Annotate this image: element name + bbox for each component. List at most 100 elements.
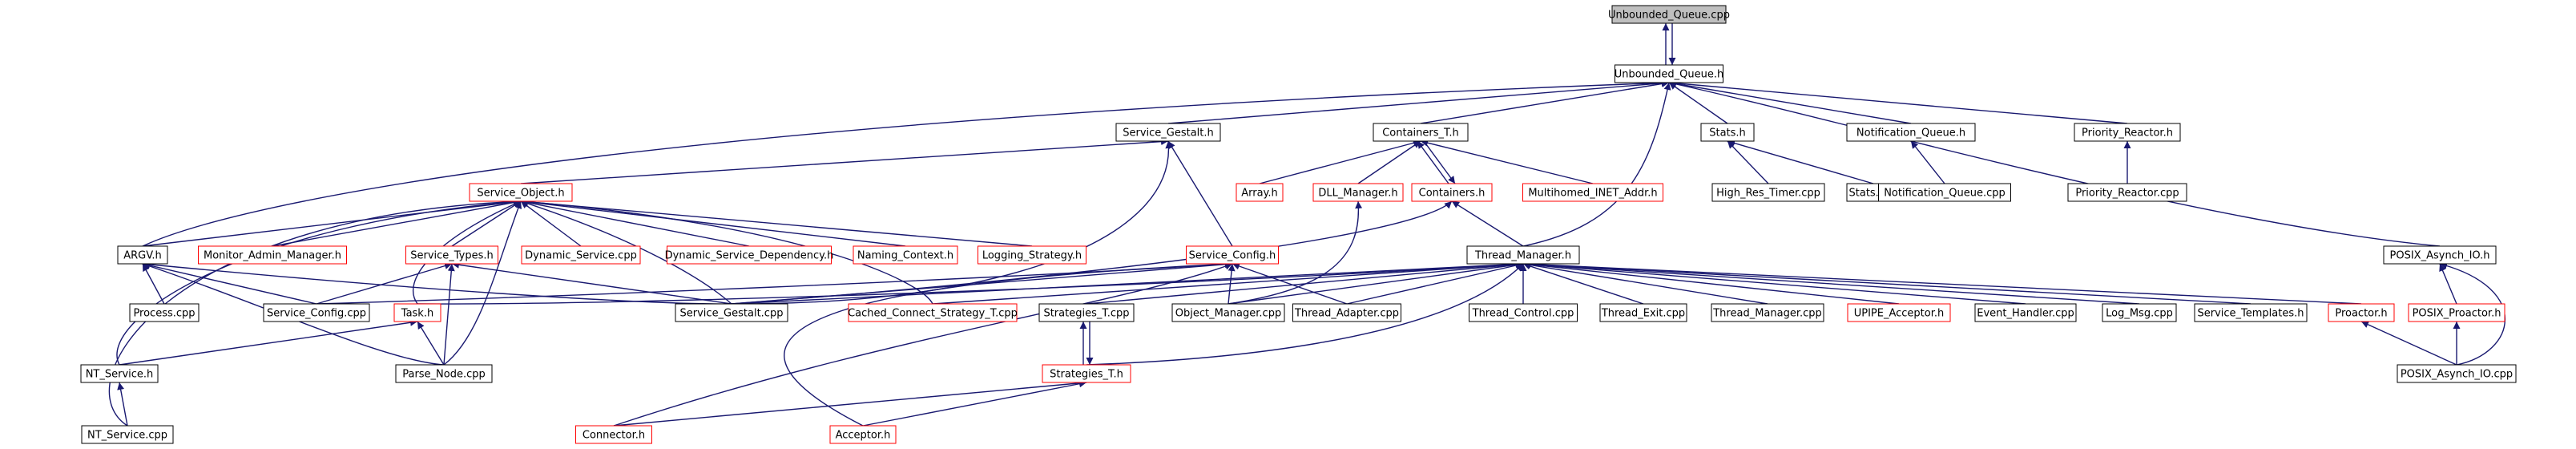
node-box	[1466, 245, 1580, 265]
node-task-h[interactable]: Task.h	[393, 303, 441, 322]
node-priority-reactor-cpp[interactable]: Priority_Reactor.cpp	[2067, 183, 2187, 202]
edge-containers-t-h-from-multihomed-inet-addr-h	[1420, 139, 1594, 184]
node-label: NT_Service.cpp	[87, 430, 167, 442]
edge-argv-h-from-process-cpp	[142, 263, 165, 305]
node-event-handler-cpp[interactable]: Event_Handler.cpp	[1974, 303, 2077, 322]
node-nt-service-h[interactable]: NT_Service.h	[80, 364, 159, 383]
node-box	[2408, 303, 2505, 322]
node-box	[1186, 245, 1279, 265]
node-label: Logging_Strategy.h	[982, 250, 1082, 262]
node-multihomed-inet-addr-h[interactable]: Multihomed_INET_Addr.h	[1522, 183, 1663, 202]
node-box	[1599, 303, 1687, 322]
node-dynamic-service-cpp[interactable]: Dynamic_Service.cpp	[521, 245, 641, 265]
node-label: NT_Service.h	[86, 369, 154, 381]
node-process-cpp[interactable]: Process.cpp	[129, 303, 200, 322]
node-posix-asynch-io-cpp[interactable]: POSIX_Asynch_IO.cpp	[2397, 364, 2517, 383]
node-dynamic-service-dependency-h[interactable]: Dynamic_Service_Dependency.h	[665, 245, 834, 265]
node-thread-manager-h[interactable]: Thread_Manager.h	[1466, 245, 1580, 265]
node-box	[81, 425, 174, 444]
node-box	[1042, 364, 1131, 383]
node-box	[1846, 123, 1976, 142]
node-array-h[interactable]: Array.h	[1236, 183, 1284, 202]
node-box	[2328, 303, 2395, 322]
node-unbounded-queue-h[interactable]: Unbounded_Queue.h	[1615, 64, 1724, 83]
node-acceptor-h[interactable]: Acceptor.h	[829, 425, 897, 444]
node-label: Cached_Connect_Strategy_T.cpp	[848, 308, 1018, 320]
node-service-object-h[interactable]: Service_Object.h	[469, 183, 573, 202]
node-strategies-t-cpp[interactable]: Strategies_T.cpp	[1038, 303, 1135, 322]
node-thread-exit-cpp[interactable]: Thread_Exit.cpp	[1599, 303, 1687, 322]
edge-service-types-h-from-service-gestalt-cpp	[451, 261, 732, 305]
node-box	[1847, 303, 1951, 322]
node-dll-manager-h[interactable]: DLL_Manager.h	[1312, 183, 1404, 202]
node-argv-h[interactable]: ARGV.h	[117, 245, 168, 265]
node-high-res-timer-cpp[interactable]: High_Res_Timer.cpp	[1711, 183, 1825, 202]
node-parse-node-cpp[interactable]: Parse_Node.cpp	[395, 364, 493, 383]
edge-thread-manager-h-from-service-gestalt-cpp	[731, 260, 1524, 305]
node-label: POSIX_Asynch_IO.h	[2390, 250, 2490, 262]
node-thread-control-cpp[interactable]: Thread_Control.cpp	[1469, 303, 1578, 322]
node-box	[2067, 183, 2187, 202]
node-upipe-acceptor-h[interactable]: UPIPE_Acceptor.h	[1847, 303, 1951, 322]
node-box	[1292, 303, 1401, 322]
node-box	[1236, 183, 1284, 202]
node-label: Acceptor.h	[836, 430, 891, 442]
node-service-gestalt-cpp[interactable]: Service_Gestalt.cpp	[675, 303, 788, 322]
edge-dll-manager-h-from-object-manager-cpp	[1228, 200, 1363, 305]
node-notification-queue-cpp[interactable]: Notification_Queue.cpp	[1878, 183, 2011, 202]
edge-thread-manager-h-from-upipe-acceptor-h	[1522, 261, 1900, 305]
node-label: Object_Manager.cpp	[1175, 308, 1281, 320]
node-label: Naming_Context.h	[857, 250, 953, 262]
edge-strategies-t-h-from-connector-h	[613, 379, 1087, 427]
node-connector-h[interactable]: Connector.h	[575, 425, 652, 444]
node-containers-h[interactable]: Containers.h	[1411, 183, 1493, 202]
edge-thread-manager-h-from-object-manager-cpp	[1228, 261, 1524, 305]
node-box	[978, 245, 1086, 265]
node-thread-manager-cpp[interactable]: Thread_Manager.cpp	[1711, 303, 1824, 322]
node-object-manager-cpp[interactable]: Object_Manager.cpp	[1171, 303, 1285, 322]
edge-thread-manager-h-from-thread-adapter-cpp	[1346, 261, 1524, 305]
node-cached-connect-strategy-t-cpp[interactable]: Cached_Connect_Strategy_T.cpp	[848, 303, 1018, 322]
edge-stats-h-from-stats-cpp	[1727, 140, 1874, 184]
node-naming-context-h[interactable]: Naming_Context.h	[853, 245, 958, 265]
node-monitor-admin-manager-h[interactable]: Monitor_Admin_Manager.h	[198, 245, 347, 265]
node-label: Dynamic_Service_Dependency.h	[665, 250, 834, 262]
node-stats-h[interactable]: Stats.h	[1700, 123, 1755, 142]
node-label: POSIX_Proactor.h	[2413, 308, 2501, 320]
node-log-msg-cpp[interactable]: Log_Msg.cpp	[2102, 303, 2177, 322]
node-box	[263, 303, 370, 322]
node-service-types-h[interactable]: Service_Types.h	[405, 245, 498, 265]
node-label: POSIX_Asynch_IO.cpp	[2401, 369, 2513, 381]
node-posix-proactor-h[interactable]: POSIX_Proactor.h	[2408, 303, 2505, 322]
node-service-config-h[interactable]: Service_Config.h	[1186, 245, 1279, 265]
node-strategies-t-h[interactable]: Strategies_T.h	[1042, 364, 1131, 383]
node-posix-asynch-io-h[interactable]: POSIX_Asynch_IO.h	[2383, 245, 2497, 265]
node-service-gestalt-h[interactable]: Service_Gestalt.h	[1115, 123, 1221, 142]
node-notification-queue-h[interactable]: Notification_Queue.h	[1846, 123, 1976, 142]
node-containers-t-h[interactable]: Containers_T.h	[1373, 123, 1469, 142]
node-box	[395, 364, 493, 383]
edge-thread-manager-h-from-thread-manager-cpp	[1522, 261, 1768, 305]
node-service-templates-h[interactable]: Service_Templates.h	[2194, 303, 2308, 322]
edge-argv-h-from-service-config-cpp	[142, 261, 317, 305]
node-box	[117, 245, 168, 265]
node-box	[1373, 123, 1469, 142]
edge-unbounded-queue-h-from-argv-h	[142, 79, 1670, 247]
node-logging-strategy-h[interactable]: Logging_Strategy.h	[978, 245, 1086, 265]
edge-unbounded-queue-h-from-service-gestalt-h	[1167, 79, 1670, 124]
edge-argv-h-from-parse-node-cpp	[142, 262, 445, 366]
node-proactor-h[interactable]: Proactor.h	[2328, 303, 2395, 322]
node-priority-reactor-h[interactable]: Priority_Reactor.h	[2074, 123, 2181, 142]
edge-service-object-h-from-parse-node-cpp	[443, 200, 522, 366]
edge-service-gestalt-h-from-service-object-h	[520, 138, 1169, 184]
node-box	[80, 364, 159, 383]
node-service-config-cpp[interactable]: Service_Config.cpp	[263, 303, 370, 322]
node-nt-service-cpp[interactable]: NT_Service.cpp	[81, 425, 174, 444]
node-label: Service_Gestalt.cpp	[680, 308, 784, 320]
edge-unbounded-queue-h-from-containers-t-h	[1420, 80, 1670, 124]
node-thread-adapter-cpp[interactable]: Thread_Adapter.cpp	[1292, 303, 1401, 322]
edge-unbounded-queue-h-from-priority-reactor-h	[1668, 79, 2128, 124]
node-unbounded-queue-cpp[interactable]: Unbounded_Queue.cpp	[1608, 5, 1730, 24]
edge-thread-manager-h-from-event-handler-cpp	[1522, 261, 2026, 305]
